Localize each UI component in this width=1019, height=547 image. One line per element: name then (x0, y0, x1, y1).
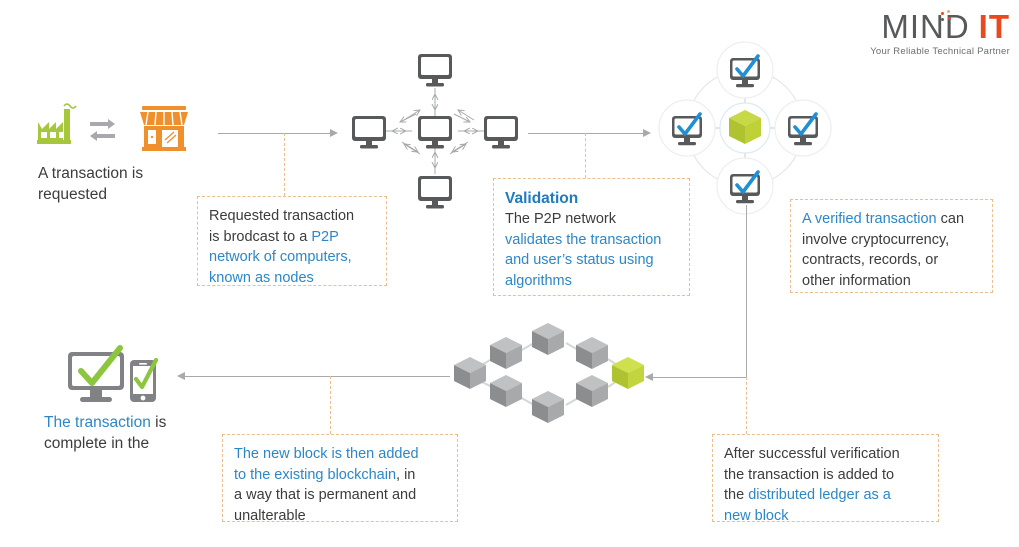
shop-icon (140, 106, 188, 151)
callout-distributed-ledger: After successful verification the transa… (712, 434, 939, 524)
callout-ledger-l2: the transaction is added to (724, 466, 895, 483)
blockchain-ring-svg (454, 323, 644, 423)
connector-step1-arrowhead (330, 129, 338, 137)
dashed-drop-step2 (284, 133, 285, 196)
step1-caption-line2: requested (38, 186, 107, 203)
connector-new-block-arrowhead (645, 373, 653, 381)
p2p-network-diagram (340, 48, 530, 213)
step7-caption-plain: is (150, 414, 167, 431)
callout-newblock-l3: a way that is permanent and (234, 487, 417, 503)
step1-caption: A transaction is requested (38, 163, 213, 205)
callout-broadcast-p2p: P2P (311, 228, 339, 245)
chain-block-top (532, 323, 564, 355)
factory-shop-icons (37, 103, 188, 151)
step1-caption-line1: A transaction is (38, 165, 144, 182)
p2p-links (386, 88, 484, 174)
connector-complete-arrowhead (177, 372, 185, 380)
validation-network-diagram (655, 41, 835, 215)
connector-step1-to-p2p (218, 133, 330, 134)
chain-block-upper-left (490, 337, 522, 369)
chain-block-bottom (532, 391, 564, 423)
connector-p2p-arrowhead (643, 129, 651, 137)
callout-broadcast-l2: is brodcast to a (209, 228, 312, 245)
chain-block-lower-right (576, 375, 608, 407)
step7-caption-line2: complete in the (44, 435, 150, 452)
chain-block-left (454, 357, 486, 389)
logo-dot-1 (941, 12, 944, 15)
callout-newblock-l2: to the existing blockchain (234, 466, 397, 483)
dashed-drop-step5 (746, 377, 747, 434)
callout-newblock-l2b: , in (396, 466, 416, 483)
dashed-drop-step6 (330, 376, 331, 434)
p2p-node-left (352, 116, 386, 149)
logo-tagline: Your Reliable Technical Partner (870, 46, 1010, 57)
callout-validation: Validation The P2P network validates the… (493, 178, 690, 296)
factory-icon (37, 103, 77, 144)
logo-dot-4 (948, 17, 951, 20)
callout-validation-l1: The P2P network (505, 211, 616, 227)
phone-check-icon (130, 357, 159, 402)
logo-dot-2 (947, 10, 950, 13)
callout-ledger-l3b: distributed ledger as a (748, 487, 891, 503)
callout-verified-l1-plain: can (936, 211, 965, 227)
connector-to-new-block (653, 377, 747, 378)
callout-new-block-added: The new block is then added to the exist… (222, 434, 458, 524)
desktop-check-icon (68, 345, 124, 402)
transaction-request-group (34, 100, 194, 156)
p2p-node-center (418, 116, 452, 149)
callout-validation-l3: and user’s status using (505, 252, 654, 268)
callout-verified-l1-blue: A verified transaction (802, 211, 937, 227)
complete-devices-svg (68, 345, 159, 402)
callout-validation-l2: validates the transaction (505, 231, 662, 248)
p2p-node-top (418, 54, 452, 87)
callout-verified-l3: contracts, records, or (802, 252, 939, 268)
p2p-network-svg (352, 54, 518, 209)
step7-caption: The transaction is complete in the (44, 412, 234, 454)
transaction-complete-group (68, 345, 168, 410)
validation-network-svg (658, 41, 832, 215)
callout-verified-l4: other information (802, 272, 911, 289)
logo-mind-text: MIND (881, 8, 970, 45)
logo-dot-3 (941, 18, 944, 21)
dashed-drop-step3 (585, 133, 586, 178)
callout-newblock-l4: unalterable (234, 507, 306, 524)
step7-caption-blue: The transaction (44, 414, 151, 431)
logo-it-text: IT (978, 8, 1010, 45)
blockchain-ring-diagram (448, 313, 648, 431)
callout-newblock-l1: The new block is then added (234, 446, 419, 462)
callout-validation-l4: algorithms (505, 272, 572, 289)
callout-broadcast-l1: Requested transaction (209, 208, 355, 224)
callout-ledger-l4: new block (724, 507, 789, 524)
callout-ledger-l1: After successful verification (724, 446, 900, 462)
callout-broadcast-l4: known as nodes (209, 269, 314, 286)
chain-block-upper-right (576, 337, 608, 369)
p2p-node-bottom (418, 176, 452, 209)
exchange-arrows-icon (90, 119, 115, 141)
p2p-node-right (484, 116, 518, 149)
chain-block-lower-left (490, 375, 522, 407)
callout-verified-l2: involve cryptocurrency, (802, 231, 950, 248)
callout-broadcast: Requested transaction is brodcast to a P… (197, 196, 387, 286)
connector-chain-to-complete (185, 376, 450, 377)
callout-verified-transaction: A verified transaction can involve crypt… (790, 199, 993, 293)
callout-broadcast-l3: network of computers, (209, 249, 352, 265)
callout-validation-title: Validation (505, 190, 579, 207)
callout-ledger-l3: the (724, 487, 749, 503)
new-block-cube-icon (612, 357, 644, 389)
connector-validation-down (746, 205, 747, 377)
cube-icon (729, 110, 761, 144)
